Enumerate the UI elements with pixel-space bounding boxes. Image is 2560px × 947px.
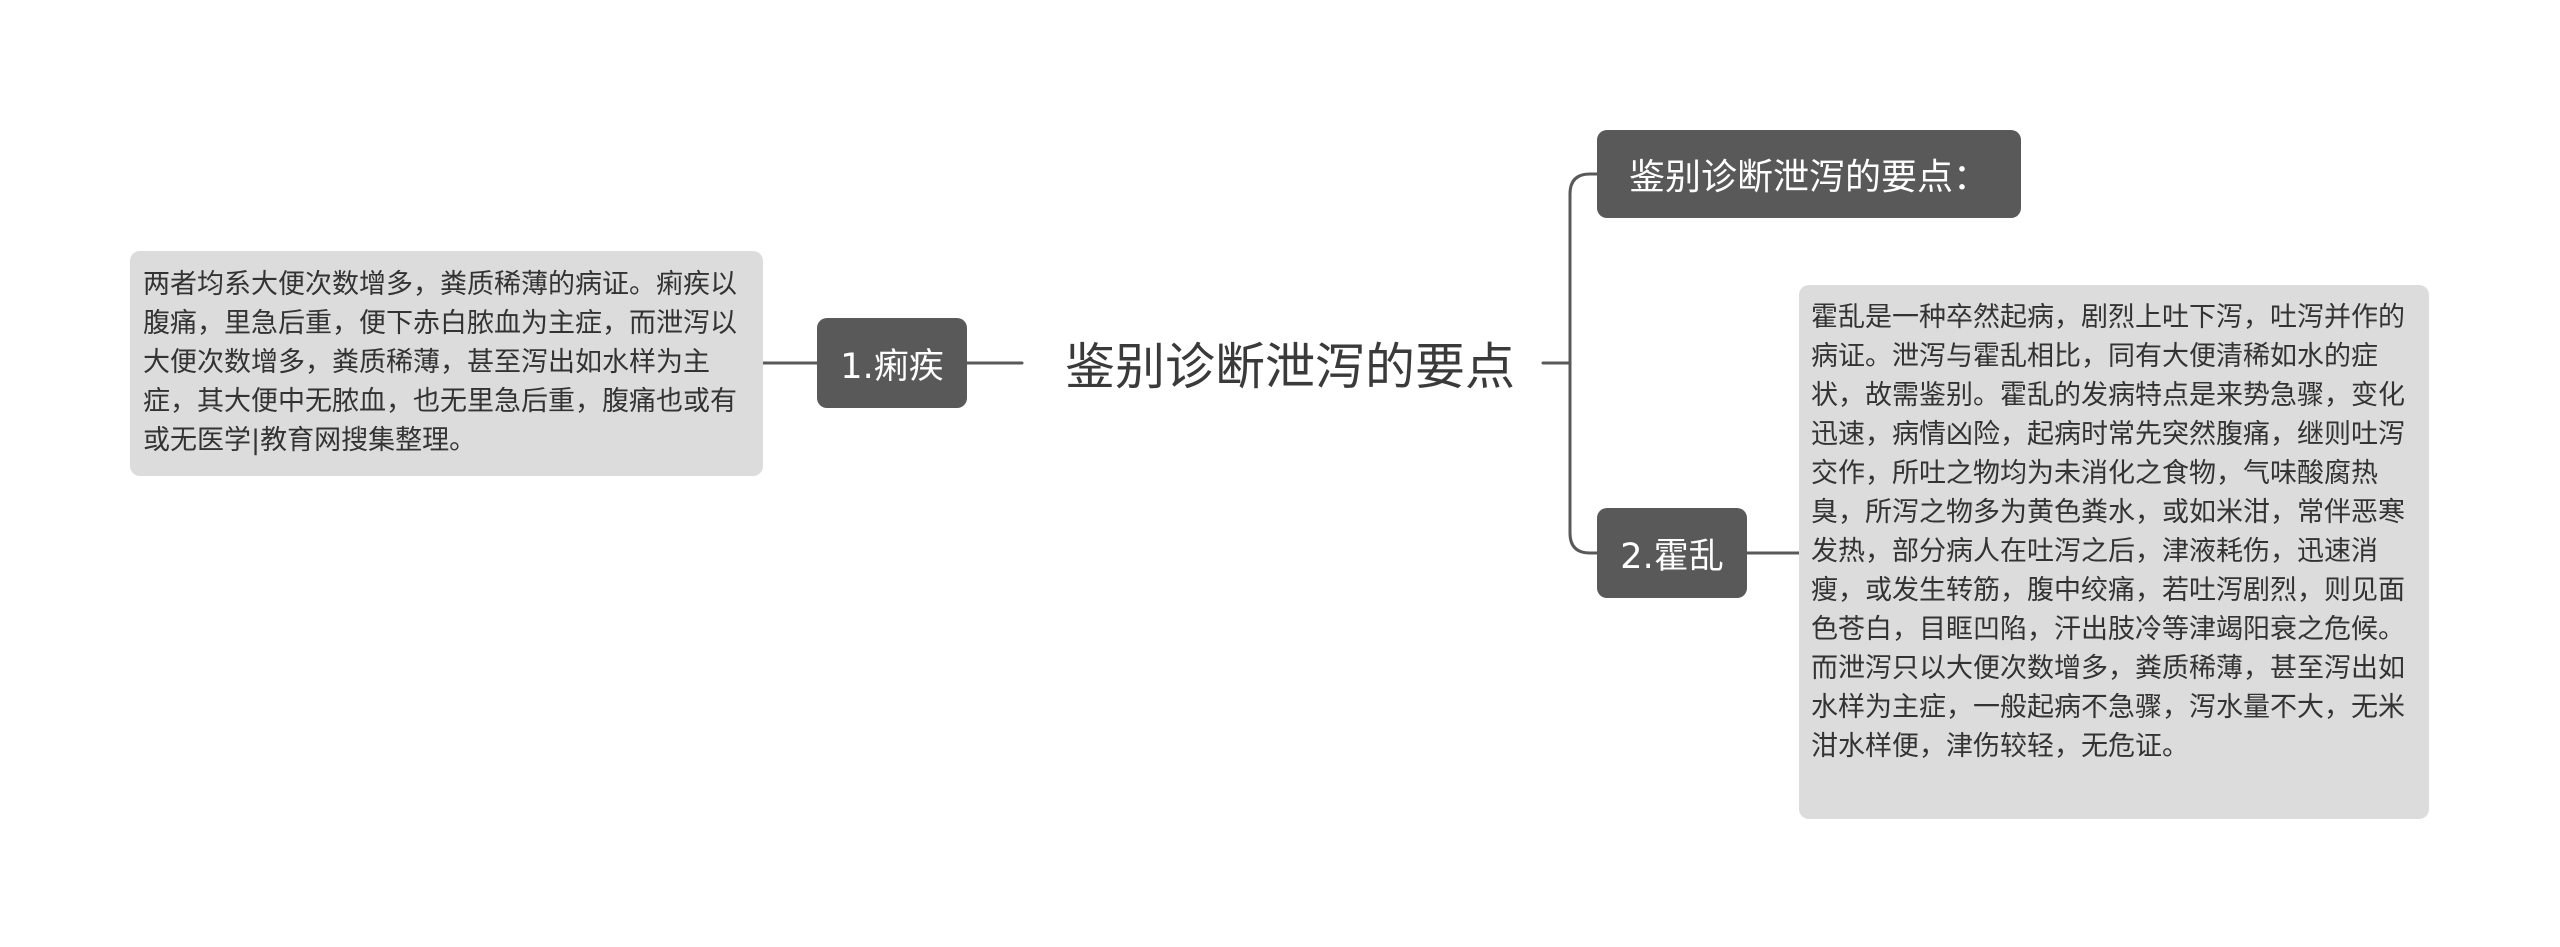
root-topic[interactable]: 鉴别诊断泄泻的要点 xyxy=(1065,338,1515,396)
dysentery-note: 两者均系大便次数增多，粪质稀薄的病证。痢疾以腹痛，里急后重，便下赤白脓血为主症，… xyxy=(130,251,763,476)
dysentery-branch-node[interactable]: 1.痢疾 xyxy=(817,318,967,408)
key-points-branch-node[interactable]: 鉴别诊断泄泻的要点： xyxy=(1597,130,2021,218)
cholera-note: 霍乱是一种卒然起病，剧烈上吐下泻，吐泻并作的病证。泄泻与霍乱相比，同有大便清稀如… xyxy=(1799,285,2429,819)
connector-right-trunk xyxy=(1568,172,1599,555)
cholera-branch-node[interactable]: 2.霍乱 xyxy=(1597,508,1747,598)
